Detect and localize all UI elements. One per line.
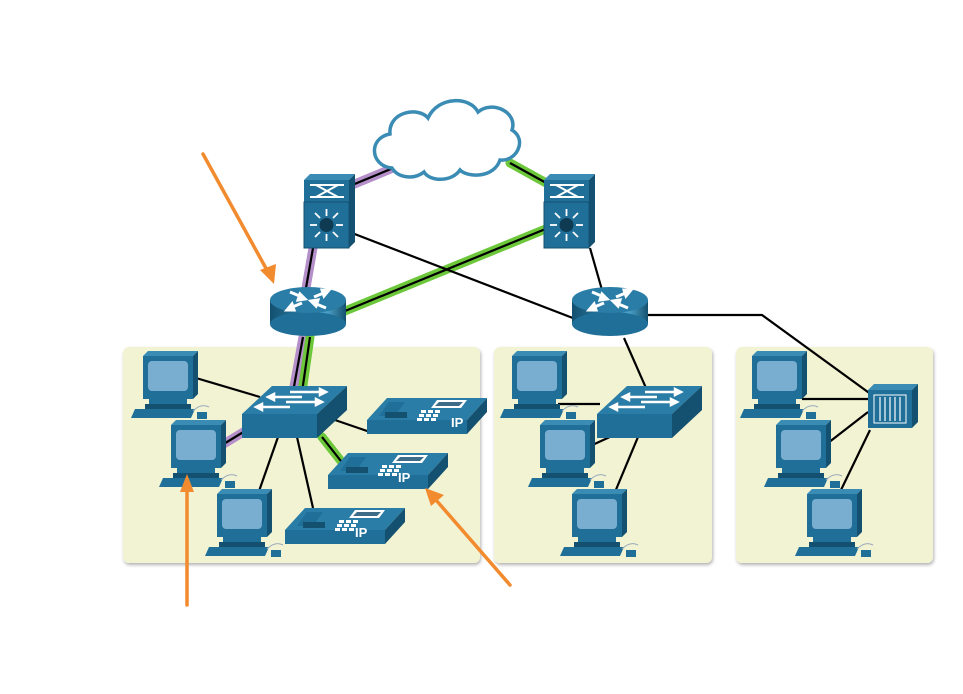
ip-phone-icon: [328, 453, 448, 489]
link-ms2-r2: [588, 247, 604, 291]
ip-phone-1b: IP: [328, 453, 448, 489]
annotation-arrow-router: [201, 152, 276, 284]
ip-phone-label: IP: [398, 470, 411, 485]
hub-icon: [867, 383, 919, 429]
multilayer-switch-2-icon: [543, 173, 596, 249]
link-hub3-pc3c: [839, 429, 871, 493]
link-ms1-r1: [304, 247, 315, 289]
link-r1-sw1-b: [300, 336, 312, 393]
link-hub3-pc3b: [827, 411, 869, 444]
link-sw2-pc2c: [613, 436, 640, 493]
annotation-arrow-pc: [180, 474, 194, 607]
link-sw1-pc1a: [195, 376, 261, 399]
link-r2-sw2: [622, 337, 648, 389]
ip-phone-label: IP: [451, 415, 464, 430]
annotation-arrow-phone: [425, 488, 512, 587]
ip-phone-icon: [285, 508, 405, 544]
ip-phone-1c: IP: [285, 508, 405, 544]
ip-phone-label: IP: [355, 525, 368, 540]
link-sw1-ph1a: [334, 418, 371, 434]
link-r2-hub3: [648, 313, 873, 396]
ip-phone-1a: IP: [367, 398, 487, 434]
link-ms1-r2: [351, 231, 579, 322]
multilayer-switch-1-icon: [303, 173, 356, 249]
ip-phone-icon: [367, 398, 487, 434]
internet-cloud-icon: [372, 98, 522, 181]
link-sw1-ph1c: [295, 436, 315, 509]
link-r1-sw1-a: [291, 336, 305, 393]
link-ms2-r1: [344, 226, 549, 313]
router-1-icon: [268, 285, 348, 338]
link-sw1-pc1c: [256, 436, 280, 495]
router-2-icon: [570, 285, 650, 338]
